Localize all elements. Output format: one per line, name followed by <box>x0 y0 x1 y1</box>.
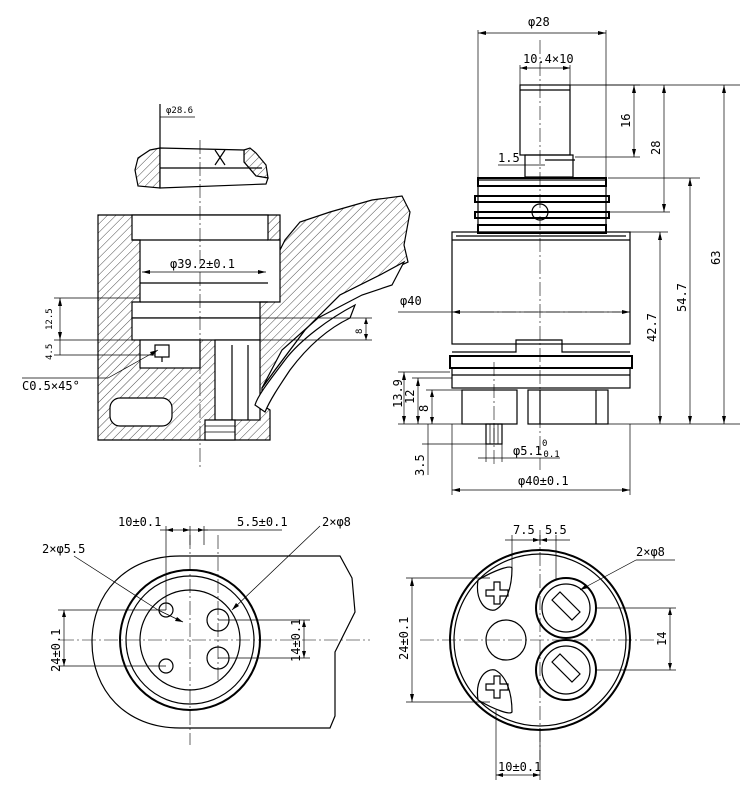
dim-5-5-right: 5.5 <box>545 523 567 537</box>
dim-13-9: 13.9 <box>391 379 405 408</box>
dim-16: 16 <box>619 114 633 128</box>
dim-40-tol: φ40±0.1 <box>518 474 569 488</box>
housing-plan-view: 10±0.1 5.5±0.1 2×φ8 2×φ5.5 24±0.1 14±0.1 <box>42 515 370 745</box>
dim-24-tol-right: 24±0.1 <box>397 617 411 660</box>
dim-42-7: 42.7 <box>645 313 659 342</box>
dim-28: 28 <box>649 141 663 155</box>
dim-10-tol-bottom: 10±0.1 <box>498 760 541 774</box>
holes-2x8-right: 2×φ8 <box>636 545 665 559</box>
dim-63: 63 <box>709 251 723 265</box>
dim-40-diam: φ40 <box>400 294 422 308</box>
dim-28-6: φ28.6 <box>166 106 193 116</box>
dim-8-right: 8 <box>417 405 431 412</box>
housing-section-view: φ28.6 φ39.2±0.1 <box>22 104 411 470</box>
dim-28-diam: φ28 <box>528 15 550 29</box>
dim-8-left: 8 <box>355 329 365 334</box>
dim-10-tol-left: 10±0.1 <box>118 515 161 529</box>
dim-stem: 10.4×10 <box>523 52 574 66</box>
dim-5-1: φ5.1 <box>513 444 542 458</box>
cartridge-bottom-view: 7.5 5.5 2×φ8 24±0.1 14 10±0.1 <box>397 523 676 780</box>
dim-54-7: 54.7 <box>675 283 689 312</box>
dim-5-1-lower-tol: -0.1 <box>538 450 560 460</box>
dim-14-tol-left: 14±0.1 <box>289 619 303 662</box>
dim-4-5: 4.5 <box>45 344 55 360</box>
holes-2x5-5: 2×φ5.5 <box>42 542 85 556</box>
dim-5-5-tol: 5.5±0.1 <box>237 515 288 529</box>
dim-5-1-upper-tol: 0 <box>542 439 547 449</box>
dim-39-2: φ39.2±0.1 <box>170 257 235 271</box>
holes-2x8-left: 2×φ8 <box>322 515 351 529</box>
dim-24-tol-left: 24±0.1 <box>49 629 63 672</box>
dim-12: 12 <box>403 390 417 404</box>
chamfer-note: C0.5×45° <box>22 379 80 393</box>
dim-12-5: 12.5 <box>45 308 55 330</box>
cartridge-side-view: φ28 10.4×10 16 28 63 1.5 54.7 <box>391 15 740 495</box>
dim-1-5: 1.5 <box>498 151 520 165</box>
dim-3-5: 3.5 <box>413 454 427 476</box>
dim-14-right: 14 <box>655 632 669 646</box>
dim-7-5: 7.5 <box>513 523 535 537</box>
cap-piece: φ28.6 <box>134 104 269 189</box>
